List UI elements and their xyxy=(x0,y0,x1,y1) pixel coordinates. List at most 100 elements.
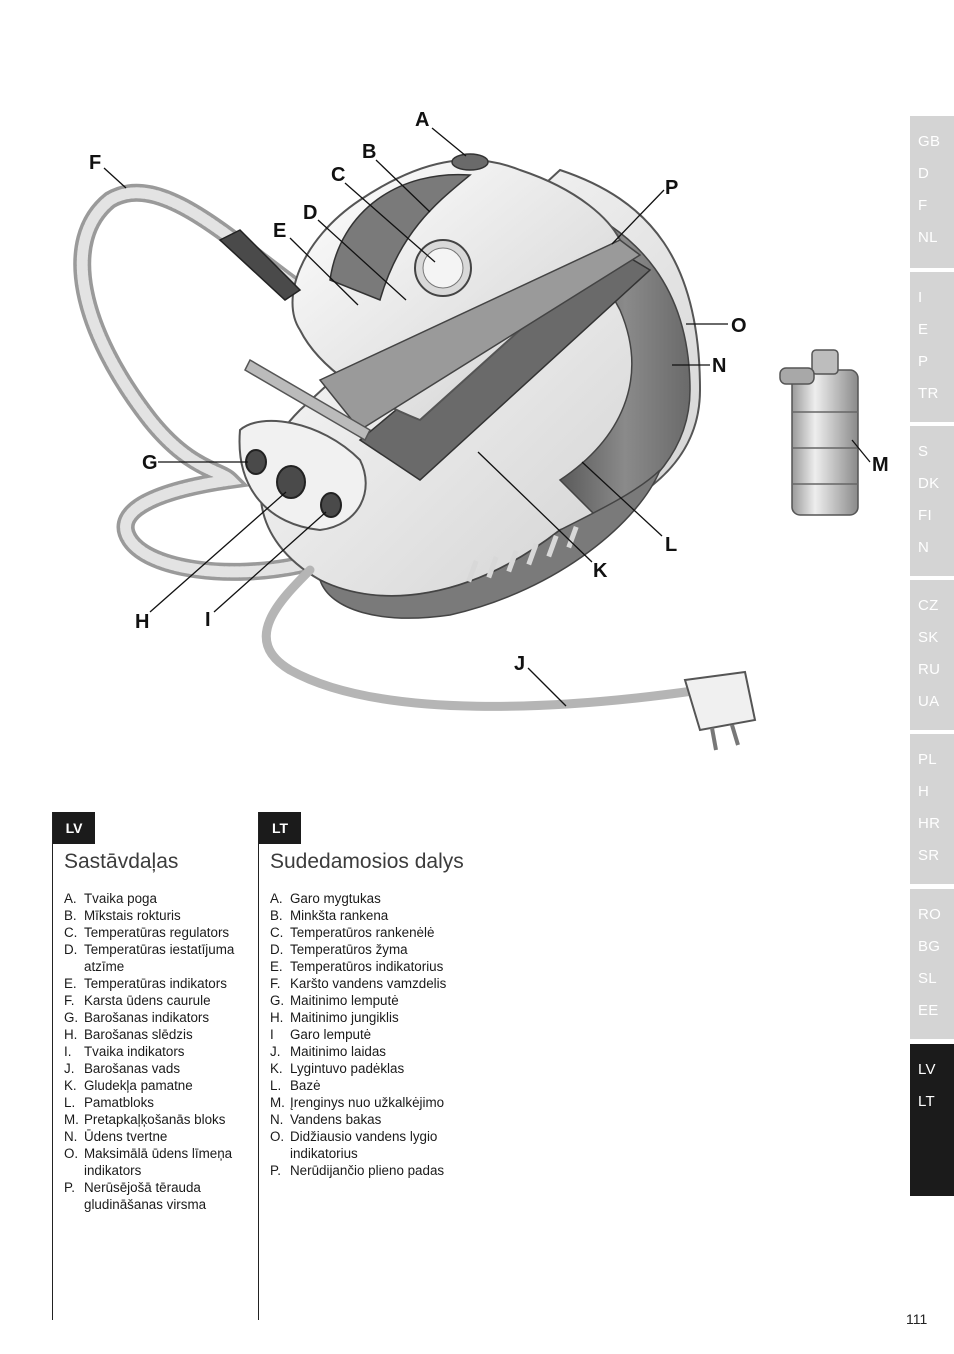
list-item: M.Pretapkaļķošanās bloks xyxy=(64,1112,226,1127)
list-item: L.Bazė xyxy=(270,1078,321,1093)
lang-tab-ee[interactable]: EE xyxy=(918,1002,939,1019)
lang-tab-ro[interactable]: RO xyxy=(918,906,942,923)
language-badge-lt: LT xyxy=(259,812,301,844)
list-item: P.Nerūsējošā tērauda gludināšanas virsma xyxy=(64,1180,207,1212)
lang-tab-gb[interactable]: GB xyxy=(918,133,941,150)
lang-tab-bg[interactable]: BG xyxy=(918,938,941,955)
list-item: D.Temperatūras iestatījuma atzīme xyxy=(64,942,235,974)
lang-tab-h[interactable]: H xyxy=(918,783,930,800)
lang-tab-lt[interactable]: LT xyxy=(918,1093,935,1110)
lang-tab-nl[interactable]: NL xyxy=(918,229,938,246)
stainless-soleplate xyxy=(318,239,642,431)
lang-group-5: PL H HR SR xyxy=(910,734,954,884)
lang-tab-e[interactable]: E xyxy=(918,321,929,338)
lang-tab-p[interactable]: P xyxy=(918,353,929,370)
list-item: B.Mīkstais rokturis xyxy=(64,908,181,923)
callout-j: J xyxy=(514,653,525,675)
steam-iron-illustration: A B C D E F G H I J K L M N O P xyxy=(73,109,889,751)
lang-tab-f[interactable]: F xyxy=(918,197,928,214)
lang-tab-lv[interactable]: LV xyxy=(918,1061,936,1078)
list-item: B.Minkšta rankena xyxy=(270,908,389,923)
leader-lines xyxy=(103,127,871,707)
list-item: H.Barošanas slēdzis xyxy=(64,1027,193,1042)
anti-scale-unit xyxy=(779,349,859,516)
lang-tab-ru[interactable]: RU xyxy=(918,661,941,678)
lang-group-2: I E P TR xyxy=(910,272,954,422)
list-item: H.Maitinimo jungiklis xyxy=(270,1010,399,1025)
column-lv: LV Sastāvdaļas A.Tvaika poga B.Mīkstais … xyxy=(52,812,253,1320)
callout-l: L xyxy=(665,534,677,556)
list-item: G.Maitinimo lemputė xyxy=(270,993,399,1008)
callout-k: K xyxy=(593,560,608,582)
lang-group-1: GB D F NL xyxy=(910,116,954,268)
callout-a: A xyxy=(415,109,429,131)
list-item: A.Tvaika poga xyxy=(64,891,157,906)
callout-c: C xyxy=(331,164,345,186)
power-indicator xyxy=(245,449,267,475)
lang-tab-d[interactable]: D xyxy=(918,165,930,182)
list-item: L.Pamatbloks xyxy=(64,1095,154,1110)
callout-m: M xyxy=(872,454,889,476)
iron-cord-sleeve xyxy=(218,229,302,301)
parts-list-lt: A.Garo mygtukas B.Minkšta rankena C.Temp… xyxy=(270,890,460,1179)
callout-g: G xyxy=(142,452,158,474)
list-item: P.Nerūdijančio plieno padas xyxy=(270,1163,445,1178)
callout-e: E xyxy=(273,220,286,242)
lang-tab-sl[interactable]: SL xyxy=(918,970,937,987)
callout-b: B xyxy=(362,141,376,163)
list-item: A.Garo mygtukas xyxy=(270,891,381,906)
vent-slots xyxy=(466,525,579,583)
list-item: G.Barošanas indikators xyxy=(64,1010,210,1025)
lang-tab-s[interactable]: S xyxy=(918,443,929,460)
language-badge-lv: LV xyxy=(53,812,95,844)
lang-tab-pl[interactable]: PL xyxy=(918,751,937,768)
list-item: M.Įrenginys nuo užkalkėjimo xyxy=(270,1095,445,1110)
list-item: E.Temperatūros indikatorius xyxy=(270,959,444,974)
lang-tab-sk[interactable]: SK xyxy=(918,629,939,646)
callout-f: F xyxy=(89,152,101,174)
power-cord xyxy=(261,565,705,711)
lang-tab-hr[interactable]: HR xyxy=(918,815,941,832)
parts-list-lv: A.Tvaika poga B.Mīkstais rokturis C.Temp… xyxy=(64,890,254,1213)
list-item: F.Karšto vandens vamzdelis xyxy=(270,976,447,991)
steam-indicator xyxy=(320,492,342,518)
list-item: D.Temperatūros žyma xyxy=(270,942,408,957)
column-lt: LT Sudedamosios dalys A.Garo mygtukas B.… xyxy=(258,812,464,1320)
steam-button xyxy=(451,153,489,171)
callout-n: N xyxy=(712,355,726,377)
lang-group-6: RO BG SL EE xyxy=(910,889,954,1039)
lang-tab-tr[interactable]: TR xyxy=(918,385,939,402)
lang-tab-cz[interactable]: CZ xyxy=(918,597,939,614)
lang-tab-fi[interactable]: FI xyxy=(918,507,932,524)
list-item: O.Maksimālā ūdens līmeņa indikators xyxy=(64,1146,233,1178)
section-title-lt: Sudedamosios dalys xyxy=(270,850,464,873)
lang-tab-i[interactable]: I xyxy=(918,289,923,306)
lang-tab-n[interactable]: N xyxy=(918,539,930,556)
list-item: N.Vandens bakas xyxy=(270,1112,382,1127)
list-item: E.Temperatūras indikators xyxy=(64,976,227,991)
list-item: K.Lygintuvo padėklas xyxy=(270,1061,405,1076)
section-title-lv: Sastāvdaļas xyxy=(64,850,179,873)
lang-tab-dk[interactable]: DK xyxy=(918,475,940,492)
callout-d: D xyxy=(303,202,317,224)
list-item: N.Ūdens tvertne xyxy=(64,1129,168,1144)
soft-handle xyxy=(329,173,472,302)
lang-group-3: S DK FI N xyxy=(910,426,954,576)
plug xyxy=(683,670,757,751)
list-item: O.Didžiausio vandens lygio indikatorius xyxy=(270,1129,438,1161)
lang-tab-sr[interactable]: SR xyxy=(918,847,940,864)
callout-i: I xyxy=(205,609,211,631)
lang-tab-ua[interactable]: UA xyxy=(918,693,940,710)
list-item: I.Tvaika indikators xyxy=(64,1044,185,1059)
list-item: K.Gludekļa pamatne xyxy=(64,1078,193,1093)
list-item: C.Temperatūros rankenėlė xyxy=(270,925,435,940)
callout-o: O xyxy=(731,315,747,337)
power-switch xyxy=(276,465,306,499)
list-item: J.Maitinimo laidas xyxy=(270,1044,387,1059)
page-number: 111 xyxy=(906,1311,928,1327)
list-item: F.Karsta ūdens caurule xyxy=(64,993,211,1008)
lang-group-4: CZ SK RU UA xyxy=(910,580,954,730)
list-item: C.Temperatūras regulators xyxy=(64,925,230,940)
callout-h: H xyxy=(135,611,149,633)
